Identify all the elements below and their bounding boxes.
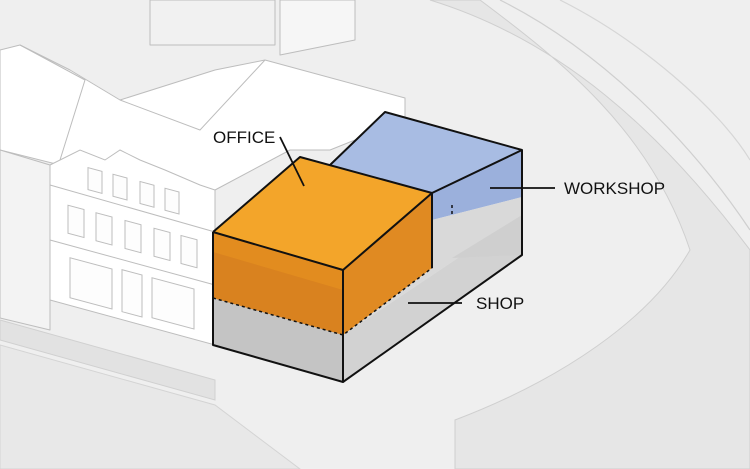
office-outline xyxy=(212,156,433,335)
office-leader-line xyxy=(279,136,305,187)
workshop-side-face xyxy=(432,150,522,220)
facade-window xyxy=(139,180,155,208)
workshop-outline xyxy=(329,111,523,225)
context-building-rear-2 xyxy=(279,0,356,56)
shop-outline xyxy=(212,197,523,383)
road-curve xyxy=(429,0,750,469)
facade-cornice xyxy=(49,184,216,233)
facade-window xyxy=(180,234,198,269)
context-building-middle-roof xyxy=(119,59,266,131)
office-label: OFFICE xyxy=(213,128,275,147)
sidewalk-edge xyxy=(0,319,216,401)
leader-lines xyxy=(279,136,555,304)
context-building-rear-1 xyxy=(149,0,276,46)
context-building-left-wall xyxy=(0,149,51,331)
road-edge-inner xyxy=(559,0,750,161)
facade-door xyxy=(121,269,143,318)
heritage-facade xyxy=(49,149,216,346)
facade-window xyxy=(87,166,103,194)
facade-window xyxy=(112,173,128,201)
shop-side-top xyxy=(452,215,522,258)
ground-block xyxy=(0,344,301,469)
facade-shopfront-window xyxy=(151,277,195,330)
facade-shopfront-window xyxy=(69,257,113,310)
facade-window xyxy=(67,204,85,239)
office-volume xyxy=(212,156,433,336)
facade-string-course xyxy=(49,239,216,286)
shop-front-face xyxy=(213,295,343,382)
context-building-left-roof-ridge xyxy=(19,44,86,161)
office-side-face xyxy=(343,193,432,335)
facade-window xyxy=(95,212,113,246)
facade-window xyxy=(164,187,180,215)
shop-label: SHOP xyxy=(476,294,524,313)
road-edge-outer xyxy=(499,0,750,231)
workshop-label: WORKSHOP xyxy=(564,179,665,198)
office-front-upper xyxy=(213,232,343,290)
facade-window xyxy=(124,219,142,254)
facade-window xyxy=(153,227,171,262)
